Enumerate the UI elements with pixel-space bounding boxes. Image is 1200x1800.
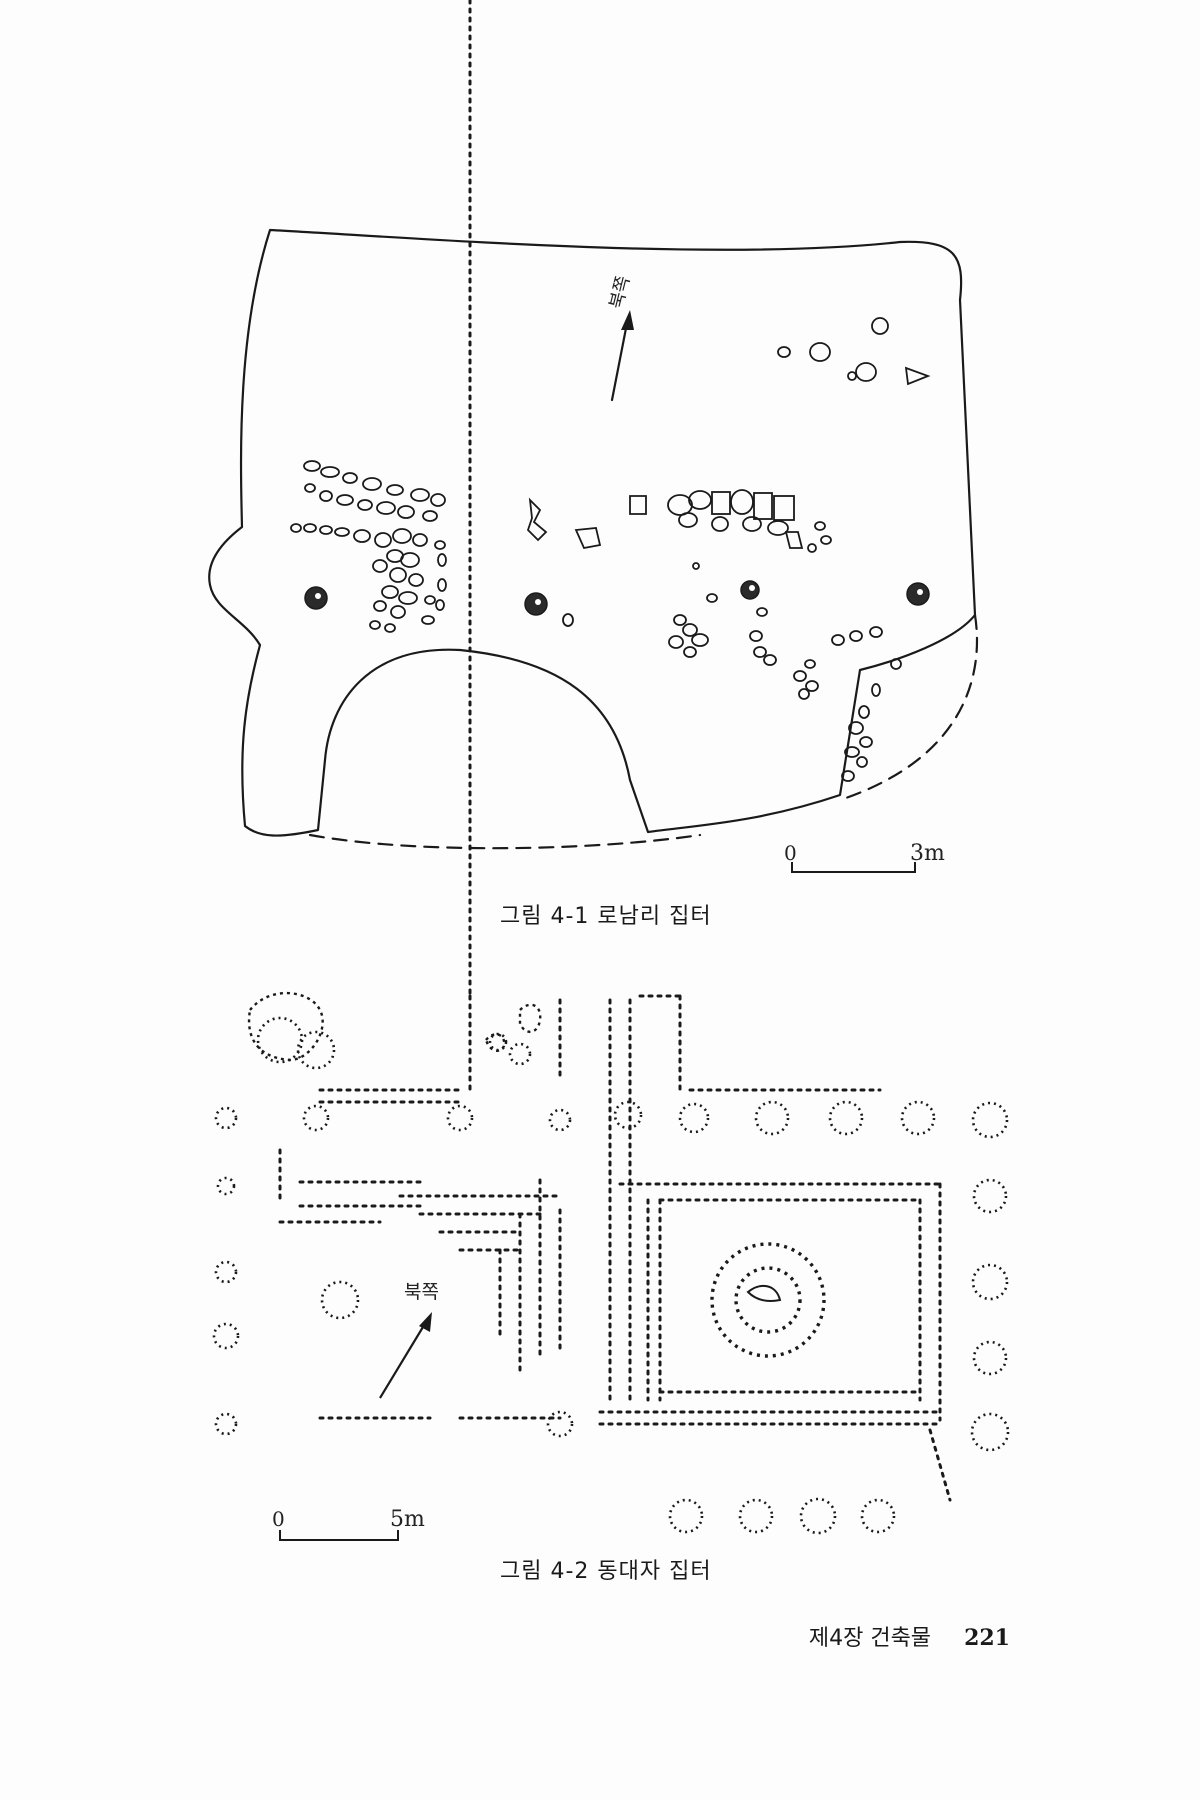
scale-bar-figure2 — [279, 1530, 399, 1541]
page-footer: 제4장 건축물 221 — [809, 1620, 1010, 1652]
north-arrow-2 — [379, 1321, 427, 1399]
scale-end-label: 3m — [910, 841, 945, 866]
scale-bar-figure1 — [791, 862, 916, 873]
post-hole-rings — [212, 1016, 1010, 1535]
figure-4-2-caption: 그림 4-2 동대자 집터 — [500, 1559, 712, 1584]
north-arrow-line — [610, 316, 630, 402]
scale2-end-label: 5m — [390, 1507, 425, 1532]
scale-zero-label: 0 — [784, 841, 797, 865]
stone-row-middle — [526, 489, 832, 553]
stone-scatter-lower-right — [562, 562, 902, 782]
dotted-wall-lines — [278, 0, 952, 1502]
stone-cluster-top-right — [777, 317, 931, 386]
dashed-boundary-bottom — [308, 833, 702, 850]
stone-cluster-left — [290, 460, 447, 633]
site-outline — [208, 228, 977, 837]
figure-4-1-caption: 그림 4-1 로남리 집터 — [500, 904, 712, 929]
page-number: 221 — [964, 1625, 1010, 1651]
chapter-label: 제4장 건축물 — [808, 1626, 932, 1651]
figure-4-1-plan: 북쪽 — [208, 228, 979, 873]
inner-ring — [710, 1242, 826, 1358]
north-arrow-head — [621, 310, 634, 330]
inner-oval — [746, 1284, 782, 1302]
scale2-zero-label: 0 — [272, 1507, 285, 1531]
north-label-2: 북쪽 — [404, 1281, 439, 1303]
post-holes — [304, 580, 930, 616]
dashed-boundary-right — [838, 613, 979, 802]
scrub-top-left — [247, 991, 542, 1062]
figure-4-2-plan: 북쪽 0 5m — [212, 0, 1010, 1541]
